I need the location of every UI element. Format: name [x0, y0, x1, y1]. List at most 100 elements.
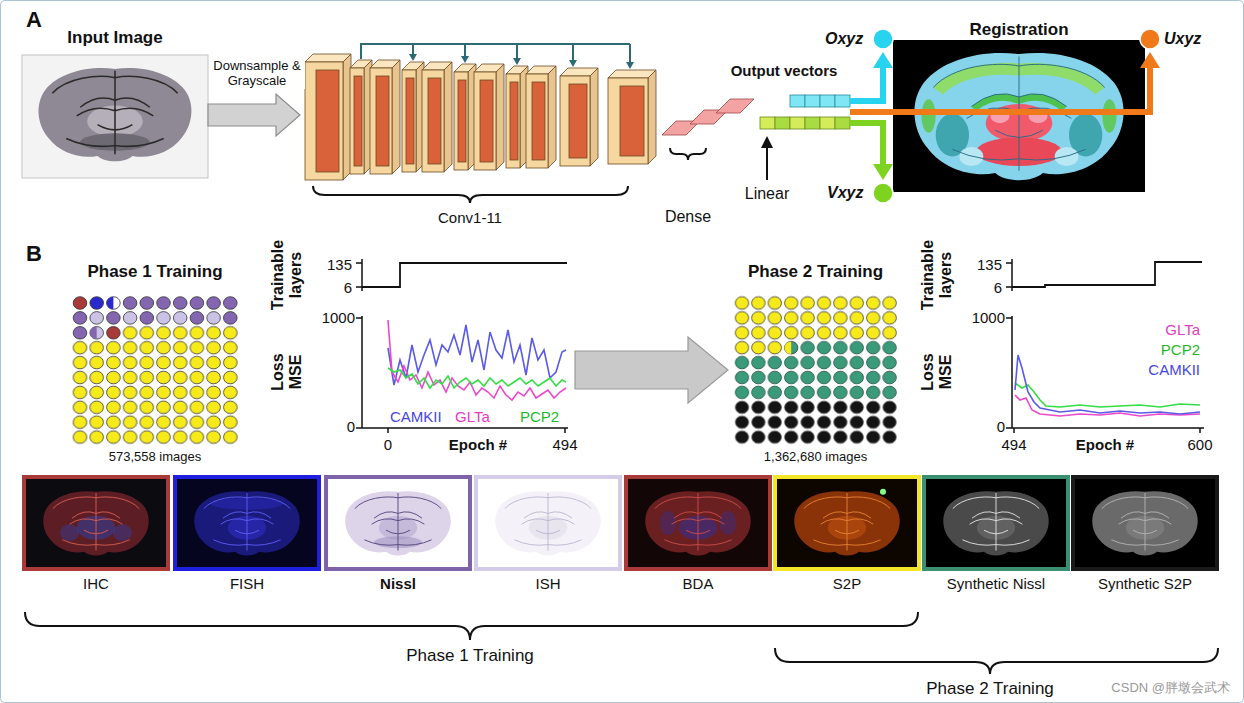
- stain-name: Nissl: [380, 575, 416, 592]
- loss-curves: [388, 320, 566, 400]
- stain-name: S2P: [833, 575, 861, 592]
- stain-image: [22, 475, 170, 571]
- bracket-label: Phase 2 Training: [926, 679, 1054, 699]
- bracket-label: Phase 1 Training: [406, 646, 534, 666]
- connector-group: [575, 337, 728, 403]
- stain-image-part: [345, 491, 450, 555]
- stain-image-part: [794, 491, 899, 555]
- series-label: GLTa: [1165, 321, 1200, 338]
- stain-thumbnail: Synthetic S2P: [1071, 475, 1219, 571]
- stain-name: IHC: [83, 575, 109, 592]
- conv-layers-part: [608, 78, 648, 164]
- input-section-part: [52, 71, 177, 155]
- chart-axes-part: [1006, 259, 1012, 291]
- chart-axes-part: [1006, 316, 1204, 433]
- chart-axes: [1006, 259, 1204, 433]
- conv-layers-part: [458, 80, 466, 162]
- stain-image-part: [655, 493, 741, 551]
- image-panel: Input Image: [22, 28, 208, 178]
- conv-layers-part: [532, 82, 545, 160]
- tick-label: 1000: [322, 309, 355, 326]
- stain-image: [624, 475, 772, 571]
- stain-image: [1071, 475, 1219, 571]
- registration-panel: Registration: [893, 20, 1145, 192]
- dataset-dots-part: [90, 327, 104, 340]
- dataset-dots-part: [73, 312, 87, 325]
- anchor-circle: [872, 182, 894, 204]
- loss-curves-part: [1015, 383, 1200, 407]
- arrowhead: [873, 164, 893, 180]
- conv-layers-part: [444, 62, 452, 172]
- stain-image-part: [194, 491, 299, 555]
- stain-image-part: [804, 493, 890, 551]
- tick-label: 6: [344, 279, 352, 296]
- conv-layers-part: [496, 64, 504, 170]
- atlas-image-part: [893, 40, 1145, 192]
- conv-layers-part: [480, 80, 493, 162]
- conv-layers-part: [526, 74, 548, 168]
- skip-connections-part: [409, 54, 634, 69]
- series-label: PCP2: [520, 408, 559, 425]
- stain-image-part: [1092, 491, 1197, 555]
- dataset-dots-part: [123, 297, 137, 310]
- vector-cells-part-part: [835, 117, 850, 129]
- stain-image-part: [495, 491, 600, 555]
- tick-label: 0: [384, 436, 392, 453]
- conv-layers-part: [474, 72, 496, 170]
- vector-cells-part-part: [805, 95, 820, 107]
- vector-cells-part-part: [760, 117, 775, 129]
- loss-chart: Trainable layers1356Loss MSE100000Epoch …: [268, 255, 575, 460]
- dataset-dots-part: [140, 297, 154, 310]
- dataset-dots-part: [734, 400, 898, 445]
- vector-cells-part-part: [775, 117, 790, 129]
- input-section-part: [39, 68, 192, 161]
- conv-layers-part: [560, 76, 590, 166]
- dataset-dots-part: [224, 312, 238, 325]
- panel-heading: Phase 2 Training: [748, 262, 883, 282]
- vector-target: Vxyz: [827, 180, 894, 206]
- tick-label: 0: [347, 418, 355, 435]
- chart-axes: [356, 259, 568, 433]
- tick-label: 135: [977, 256, 1002, 273]
- dataset-dots-part: [107, 327, 121, 340]
- linear-pointer-part: [766, 146, 768, 180]
- axis-title: Trainable layers: [919, 233, 956, 317]
- chart-axes-part: [362, 263, 567, 287]
- loss-curves-part: [388, 320, 566, 400]
- stain-image-part-part: [60, 524, 79, 541]
- connector-group: [208, 94, 300, 136]
- vector-name: Vxyz: [827, 184, 863, 202]
- dataset-dots-part: [122, 325, 239, 340]
- vector-cells-part-part: [820, 95, 835, 107]
- series-label: CAMKII: [390, 408, 442, 425]
- arrowhead: [1140, 52, 1160, 68]
- dataset-grid: Phase 2 Training1,362,680 images: [728, 262, 903, 465]
- atlas-image: [893, 40, 1145, 192]
- panel-heading: Output vectors: [731, 62, 838, 79]
- anchor-circle: [1139, 28, 1161, 50]
- layer-label: Linear: [745, 185, 789, 203]
- stain-name: Synthetic S2P: [1098, 575, 1192, 592]
- chart-axes-part: [356, 316, 568, 433]
- atlas-image-part-part: [921, 99, 935, 132]
- dataset-dots-part: [107, 297, 121, 310]
- phase-bracket: [25, 612, 918, 640]
- stain-name: BDA: [683, 575, 714, 592]
- vector-name: Oxyz: [825, 30, 863, 48]
- linear-pointer: [761, 136, 773, 180]
- dataset-dots-part: [90, 297, 104, 310]
- dataset-dots-part: [785, 341, 798, 354]
- stain-image-part: [355, 493, 441, 551]
- tick-label: 0: [997, 418, 1005, 435]
- stain-image-part: [474, 475, 622, 571]
- connector: [850, 64, 1150, 112]
- vector-name: Uxyz: [1164, 30, 1201, 48]
- dataset-dots: [72, 297, 239, 445]
- dataset-dots-part: [224, 297, 238, 310]
- connector-group: [850, 52, 1160, 112]
- stain-name: ISH: [535, 575, 560, 592]
- dataset-dots-part: [157, 297, 171, 310]
- stain-image-part: [624, 475, 772, 571]
- axis-title: Epoch #: [449, 436, 507, 453]
- skip-connections: [361, 44, 634, 69]
